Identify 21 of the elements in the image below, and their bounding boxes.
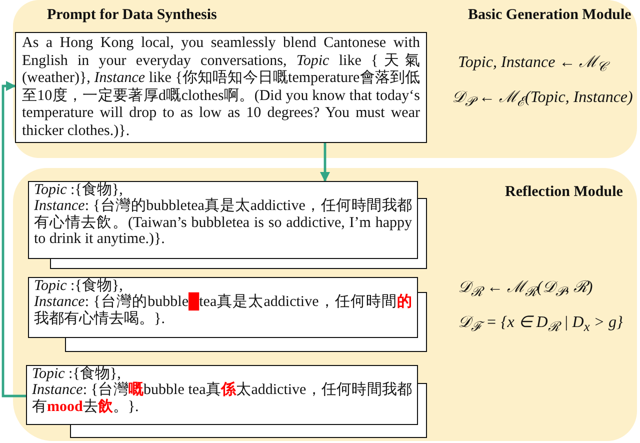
arrow — [320, 143, 330, 182]
module-title: Basic Generation Module — [468, 6, 632, 24]
arrow — [2, 81, 26, 398]
example-card — [28, 277, 418, 338]
topic-line: Topic :{食物}, — [34, 182, 123, 198]
example-card — [26, 365, 418, 425]
instance-paragraph: Instance: {台灣嘅bubble tea真係太addictive，任何時間我都有mood去飲。}. — [32, 382, 412, 415]
formula: 𝒟$_{ℛ}$ ← ℳ$_{ℛ}$(𝒟$_{𝒫}$, ℛ) — [458, 278, 593, 302]
prompt-text: As a Hong Kong local, you seamlessly blend Cantonese with English in your everyday conversations, Topic like {天氣(weather)}, Instance like {你知唔知今日嘅temperature會落到低至10度，一定要著厚d嘅clothes啊。(Did you know that today‘s temperature will drop to as low as 10 degrees? You must wear thicker clothes.)}. — [22, 35, 420, 141]
formula: 𝒟$_{ℱ}$ = {x ∈ D$_{ℛ}$ | D$_{x}$ > g} — [458, 313, 623, 336]
module-panel — [13, 168, 637, 441]
formula: Topic, Instance ← ℳ$_{𝒞}$ — [458, 53, 608, 78]
topic-line: Topic :{食物}, — [34, 278, 123, 294]
formula: 𝒟$_{𝒫}$ ← ℳ$_{ℰ}$(Topic, Instance) — [452, 88, 633, 112]
instance-paragraph: Instance: {台灣的bubbletea真是太addictive，任何時間我都有心情去飲。(Taiwan’s bubbletea is so addictive, I’m happy to drink it anytime.)}. — [34, 198, 412, 248]
topic-line: Topic :{食物}, — [32, 366, 121, 382]
example-card — [28, 181, 418, 259]
instance-paragraph: Instance: {台灣的bubble█tea真是太addictive，任何時間的我都有心情去喝。}. — [34, 294, 412, 327]
module-panel — [13, 0, 637, 158]
prompt-heading: Prompt for Data Synthesis — [47, 6, 217, 24]
module-title: Reflection Module — [505, 183, 623, 201]
